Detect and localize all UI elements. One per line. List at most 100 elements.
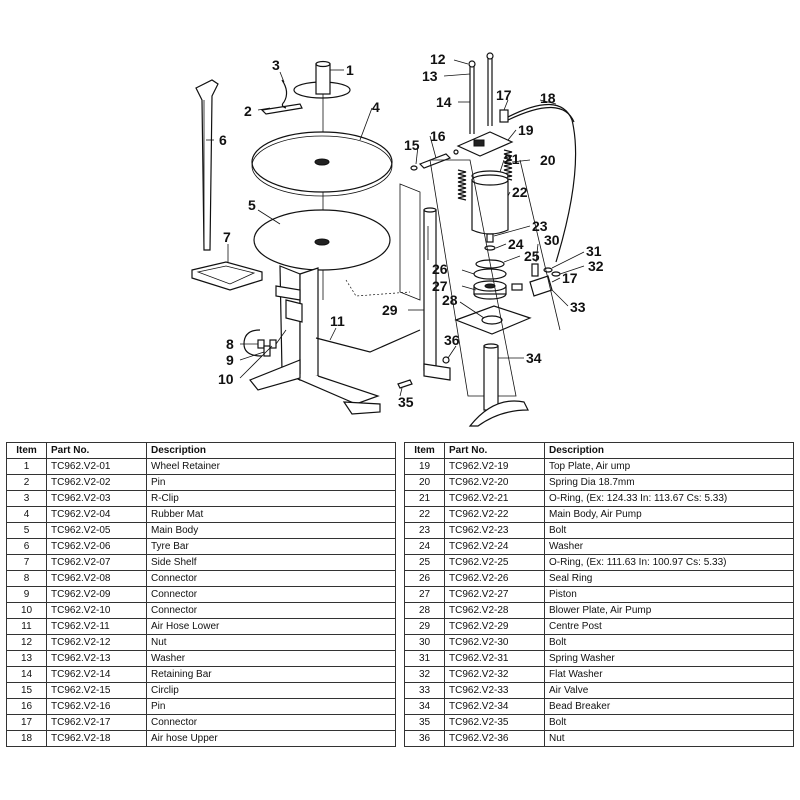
cell-part-no: TC962.V2-34 xyxy=(444,698,545,715)
callout-5: 5 xyxy=(248,197,256,213)
pin-16-part xyxy=(418,153,452,169)
cell-description: Bolt xyxy=(544,634,794,651)
cell-part-no: TC962.V2-28 xyxy=(444,602,545,619)
callout-36: 36 xyxy=(444,332,460,348)
callout-23: 23 xyxy=(532,218,548,234)
cell-item: 33 xyxy=(404,682,445,699)
callout-9: 9 xyxy=(226,352,234,368)
cell-part-no: TC962.V2-11 xyxy=(46,618,147,635)
retaining-bars-part xyxy=(468,52,494,134)
cell-description: R-Clip xyxy=(146,490,396,507)
cell-part-no: TC962.V2-17 xyxy=(46,714,147,731)
callout-16: 16 xyxy=(430,128,446,144)
cell-item: 29 xyxy=(404,618,445,635)
r-clip-part xyxy=(281,79,288,109)
callout-32: 32 xyxy=(588,258,604,274)
tyre-bar-part xyxy=(195,79,219,251)
cell-part-no: TC962.V2-18 xyxy=(46,730,147,747)
cell-description: Side Shelf xyxy=(146,554,396,571)
cell-item: 4 xyxy=(6,506,47,523)
cell-part-no: TC962.V2-26 xyxy=(444,570,545,587)
cell-part-no: TC962.V2-10 xyxy=(46,602,147,619)
callout-19: 19 xyxy=(518,122,534,138)
cell-item: 31 xyxy=(404,650,445,667)
header-item: Item xyxy=(404,442,445,459)
callout-13: 13 xyxy=(422,68,438,84)
cell-part-no: TC962.V2-22 xyxy=(444,506,545,523)
cell-item: 9 xyxy=(6,586,47,603)
cell-description: Circlip xyxy=(146,682,396,699)
callout-22: 22 xyxy=(512,184,528,200)
cell-description: Pin xyxy=(146,698,396,715)
seal-ring-part xyxy=(473,268,507,280)
cell-description: Bead Breaker xyxy=(544,698,794,715)
callout-7: 7 xyxy=(223,229,231,245)
cell-item: 27 xyxy=(404,586,445,603)
cell-part-no: TC962.V2-05 xyxy=(46,522,147,539)
cell-description: Main Body xyxy=(146,522,396,539)
connector-17-part xyxy=(499,109,509,123)
blower-plate-part xyxy=(454,305,532,335)
air-hose-lower-part xyxy=(315,329,421,353)
cell-item: 32 xyxy=(404,666,445,683)
cell-item: 8 xyxy=(6,570,47,587)
cell-description: Air Valve xyxy=(544,682,794,699)
air-hose-upper-part xyxy=(505,103,577,263)
cell-description: Piston xyxy=(544,586,794,603)
cell-item: 10 xyxy=(6,602,47,619)
cell-description: Bolt xyxy=(544,714,794,731)
cell-item: 7 xyxy=(6,554,47,571)
header-part-no: Part No. xyxy=(444,442,545,459)
cell-description: Spring Washer xyxy=(544,650,794,667)
callout-30: 30 xyxy=(544,232,560,248)
cell-description: Rubber Mat xyxy=(146,506,396,523)
callout-21: 21 xyxy=(504,151,520,167)
cell-description: Pin xyxy=(146,474,396,491)
cell-part-no: TC962.V2-36 xyxy=(444,730,545,747)
bead-breaker-part xyxy=(468,343,529,427)
cell-description: Tyre Bar xyxy=(146,538,396,555)
callout-14: 14 xyxy=(436,94,452,110)
cell-part-no: TC962.V2-32 xyxy=(444,666,545,683)
pin-part xyxy=(260,103,303,115)
cell-part-no: TC962.V2-31 xyxy=(444,650,545,667)
cell-item: 20 xyxy=(404,474,445,491)
callout-26: 26 xyxy=(432,261,448,277)
cell-description: Air hose Upper xyxy=(146,730,396,747)
callout-20: 20 xyxy=(540,152,556,168)
cell-item: 15 xyxy=(6,682,47,699)
cell-description: Washer xyxy=(544,538,794,555)
cell-item: 30 xyxy=(404,634,445,651)
cell-description: Air Hose Lower xyxy=(146,618,396,635)
cell-part-no: TC962.V2-04 xyxy=(46,506,147,523)
callout-6: 6 xyxy=(219,132,227,148)
cell-part-no: TC962.V2-30 xyxy=(444,634,545,651)
callout-10: 10 xyxy=(218,371,234,387)
cell-part-no: TC962.V2-27 xyxy=(444,586,545,603)
cell-description: Connector xyxy=(146,586,396,603)
cell-item: 25 xyxy=(404,554,445,571)
cell-part-no: TC962.V2-33 xyxy=(444,682,545,699)
callout-34: 34 xyxy=(526,350,542,366)
cell-description: Blower Plate, Air Pump xyxy=(544,602,794,619)
header-part-no: Part No. xyxy=(46,442,147,459)
callout-24: 24 xyxy=(508,236,524,252)
cell-part-no: TC962.V2-23 xyxy=(444,522,545,539)
